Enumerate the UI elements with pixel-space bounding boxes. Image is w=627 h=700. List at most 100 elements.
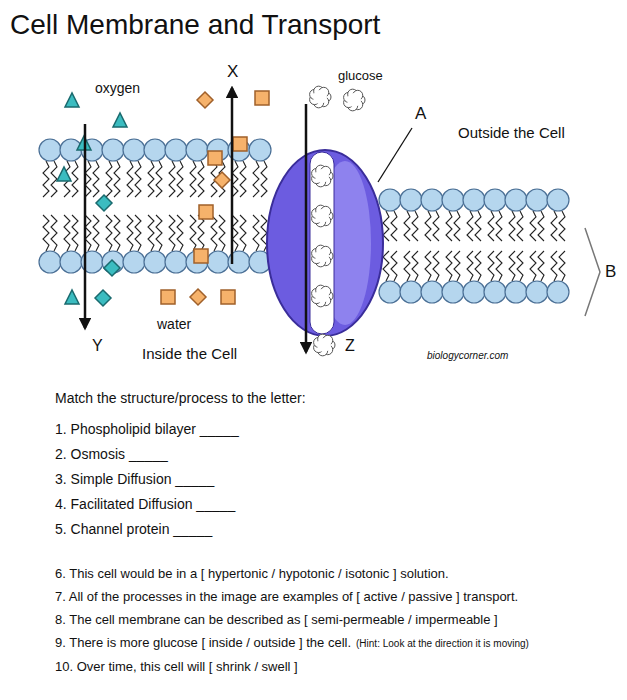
lipid-tail bbox=[148, 215, 154, 251]
question-item: 9. There is more glucose [ inside / outs… bbox=[55, 635, 351, 651]
water-molecule bbox=[190, 289, 206, 305]
phospholipid-head bbox=[102, 139, 124, 161]
lipid-tail bbox=[467, 211, 473, 241]
phospholipid-head bbox=[526, 281, 548, 303]
water-molecule bbox=[208, 151, 222, 165]
lipid-tail bbox=[169, 215, 175, 251]
region-label: Inside the Cell bbox=[142, 345, 237, 363]
question-item: 1. Phospholipid bilayer _____ bbox=[55, 421, 239, 438]
lipid-tail bbox=[475, 251, 481, 281]
protein-channel bbox=[310, 152, 334, 334]
phospholipid-head bbox=[123, 139, 145, 161]
oxygen-molecule bbox=[57, 167, 71, 181]
lipid-tail bbox=[261, 161, 267, 197]
lipid-tail bbox=[72, 215, 78, 251]
water-molecule bbox=[233, 137, 247, 151]
lipid-tail bbox=[177, 161, 183, 197]
water-molecule bbox=[194, 249, 208, 263]
lipid-tail bbox=[72, 161, 78, 197]
phospholipid-head bbox=[442, 189, 464, 211]
phospholipid-head bbox=[547, 189, 569, 211]
phospholipid-head bbox=[547, 281, 569, 303]
lipid-tail bbox=[538, 251, 544, 281]
question-item: 6. This cell would be in a [ hypertonic … bbox=[55, 566, 449, 582]
lipid-tail bbox=[551, 211, 557, 241]
osmosis-arrow bbox=[231, 88, 234, 264]
glucose-molecule bbox=[347, 93, 361, 107]
lipid-tail bbox=[425, 211, 431, 241]
lipid-tail bbox=[127, 161, 133, 197]
lipid-tail bbox=[517, 211, 523, 241]
lipid-tail bbox=[383, 211, 389, 241]
lipid-tail bbox=[488, 211, 494, 241]
question-item: 4. Facilitated Diffusion _____ bbox=[55, 496, 235, 513]
lipid-tail bbox=[219, 215, 225, 251]
lipid-tail bbox=[446, 251, 452, 281]
lipid-tail bbox=[454, 251, 460, 281]
molecule-label: glucose bbox=[338, 68, 383, 84]
oxygen-molecule bbox=[113, 113, 127, 127]
phospholipid-head bbox=[421, 281, 443, 303]
phospholipid-head bbox=[123, 251, 145, 273]
phospholipid-head bbox=[60, 251, 82, 273]
lipid-tail bbox=[148, 161, 154, 197]
question-item: 10. Over time, this cell will [ shrink /… bbox=[55, 659, 298, 675]
phospholipid-head bbox=[186, 139, 208, 161]
solute-molecule bbox=[95, 290, 111, 306]
watermark: biologycorner.com bbox=[427, 350, 508, 362]
phospholipid-head bbox=[39, 251, 61, 273]
question-item: 2. Osmosis _____ bbox=[55, 446, 168, 463]
lipid-tail bbox=[404, 211, 410, 241]
phospholipid-head bbox=[207, 251, 229, 273]
lipid-tail bbox=[517, 251, 523, 281]
solute-molecule bbox=[104, 260, 120, 276]
lipid-tail bbox=[93, 215, 99, 251]
callout-letter: Z bbox=[345, 336, 355, 355]
lipid-tail bbox=[530, 251, 536, 281]
phospholipid-head bbox=[165, 251, 187, 273]
phospholipid-head bbox=[165, 139, 187, 161]
phospholipid-head bbox=[421, 189, 443, 211]
lipid-tail bbox=[433, 251, 439, 281]
diffusion-arrow bbox=[84, 124, 87, 328]
lipid-tail bbox=[446, 211, 452, 241]
callout-letter: X bbox=[227, 62, 238, 82]
phospholipid-head bbox=[39, 139, 61, 161]
phospholipid-head bbox=[463, 189, 485, 211]
phospholipid-head bbox=[144, 139, 166, 161]
question-item: 5. Channel protein _____ bbox=[55, 521, 212, 538]
glucose-molecule bbox=[313, 90, 327, 104]
callout-letter: B bbox=[605, 262, 616, 282]
lipid-tail bbox=[467, 251, 473, 281]
lipid-tail bbox=[454, 211, 460, 241]
lipid-tail bbox=[240, 161, 246, 197]
channel-protein bbox=[267, 150, 383, 336]
callout-letter: A bbox=[415, 104, 426, 124]
lipid-tail bbox=[475, 211, 481, 241]
glucose-molecule bbox=[315, 249, 329, 263]
phospholipid-head bbox=[442, 281, 464, 303]
facilitated-arrow bbox=[305, 104, 308, 352]
lipid-tail bbox=[51, 161, 57, 197]
oxygen-molecule bbox=[65, 93, 79, 107]
callout-letter: Y bbox=[92, 336, 103, 355]
lipid-tail bbox=[383, 251, 389, 281]
lipid-tail bbox=[51, 215, 57, 251]
lipid-tail bbox=[43, 215, 49, 251]
lipid-tail bbox=[391, 211, 397, 241]
lipid-tail bbox=[240, 215, 246, 251]
lipid-tail bbox=[551, 251, 557, 281]
phospholipid-head bbox=[463, 281, 485, 303]
question-item: 8. The cell membrane can be described as… bbox=[55, 612, 498, 628]
phospholipid-head bbox=[526, 189, 548, 211]
lipid-tail bbox=[509, 251, 515, 281]
lipid-tail bbox=[190, 215, 196, 251]
lipid-tail bbox=[114, 215, 120, 251]
lipid-tail bbox=[412, 211, 418, 241]
phospholipid-head bbox=[144, 251, 166, 273]
lipid-tail bbox=[496, 211, 502, 241]
lipid-tail bbox=[538, 211, 544, 241]
lipid-tail bbox=[135, 215, 141, 251]
water-molecule bbox=[255, 91, 269, 105]
